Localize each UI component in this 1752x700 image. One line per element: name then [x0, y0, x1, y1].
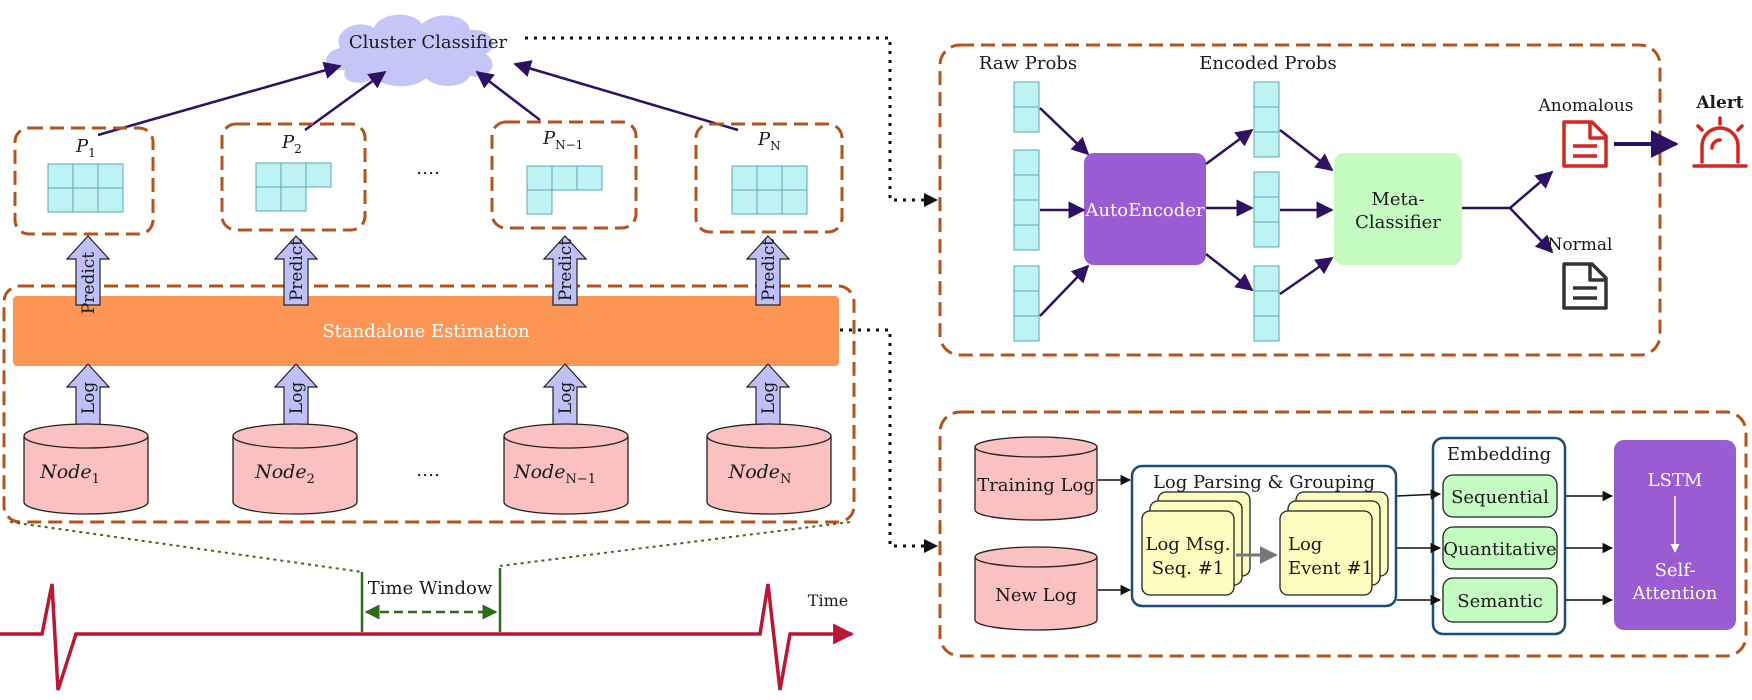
new-log-label: New Log — [995, 585, 1077, 606]
cloud-to-meta-connector — [525, 36, 934, 202]
standalone-estimation-label: Standalone Estimation — [322, 321, 530, 342]
predict-label-1: Predict — [79, 252, 99, 314]
standalone-estimation-bar — [13, 296, 839, 366]
encoded-probs-label: Encoded Probs — [1199, 53, 1336, 74]
svg-text:NodeN−1: NodeN−1 — [513, 461, 596, 487]
log-event-label-line2: Event #1 — [1288, 558, 1373, 579]
log-msg-label-line1: Log Msg. — [1146, 534, 1231, 555]
autoencoder-box — [1084, 153, 1206, 265]
lstm-label: LSTM — [1648, 470, 1703, 491]
embedding-title: Embedding — [1447, 444, 1551, 465]
predict-to-cloud-arrows — [97, 60, 739, 137]
meta-classifier-box — [1334, 153, 1462, 265]
node-ellipsis: …. — [416, 460, 440, 481]
meta-panel-arrows — [1039, 107, 1554, 317]
log-event-label-line1: Log — [1288, 534, 1322, 555]
encoded-probs-columns — [1253, 81, 1280, 342]
training-log-cylinder: Training Log — [974, 436, 1098, 521]
svg-text:Node2: Node2 — [254, 461, 315, 487]
log-pipeline-panel — [938, 410, 1748, 658]
embedding-chips — [1442, 474, 1558, 623]
anomalous-document-icon — [1562, 120, 1608, 168]
standalone-to-pipeline-connector — [840, 328, 934, 548]
svg-text:Node1: Node1 — [39, 461, 100, 487]
log-label-3: Log — [556, 382, 576, 415]
raw-probs-columns — [1013, 81, 1040, 342]
sequential-label: Sequential — [1451, 487, 1549, 508]
log-parsing-box — [1130, 464, 1398, 608]
self-attention-label-line1: Self- — [1655, 560, 1696, 581]
anomalous-label: Anomalous — [1537, 96, 1633, 116]
predict-arrows: Predict Predict Predict Predict — [65, 235, 791, 314]
parsing-input-arrows — [1098, 474, 1132, 596]
meta-classifier-label-line2: Classifier — [1355, 212, 1441, 233]
log-parsing-title: Log Parsing & Grouping — [1153, 472, 1375, 493]
node-n-1: NodeN−1 — [503, 423, 629, 515]
self-attention-label-line2: Attention — [1632, 583, 1718, 604]
normal-document-icon — [1562, 262, 1608, 310]
standalone-container — [2, 284, 856, 524]
log-event-cards — [1279, 491, 1389, 596]
log-arrows: Log Log Log Log — [65, 363, 791, 431]
log-label-1: Log — [79, 382, 99, 415]
node-cylinders: Node1 Node2 NodeN−1 NodeN — [23, 423, 832, 515]
new-log-cylinder: New Log — [974, 546, 1098, 631]
log-label-4: Log — [759, 382, 779, 415]
predict-label-3: Predict — [556, 239, 576, 301]
p-label-2: P2 — [281, 132, 302, 156]
alert-siren-icon — [1692, 116, 1748, 168]
connector-arrowhead — [924, 193, 938, 207]
p-label-n: PN — [757, 129, 781, 153]
parsing-to-embedding-arrows — [1396, 489, 1614, 606]
time-label: Time — [808, 591, 848, 610]
alert-label: Alert — [1695, 93, 1743, 113]
raw-probs-label: Raw Probs — [979, 53, 1077, 74]
predict-label-2: Predict — [287, 239, 307, 301]
p-grids — [47, 162, 808, 215]
time-waveform — [0, 583, 855, 691]
p-label-1: P1 — [75, 136, 96, 160]
meta-classifier-label-line1: Meta- — [1371, 189, 1424, 210]
log-label-2: Log — [287, 382, 307, 415]
semantic-label: Semantic — [1457, 591, 1542, 612]
cluster-classifier-label: Cluster Classifier — [349, 32, 508, 53]
p-labels: P1 P2 PN−1 PN — [75, 128, 781, 160]
log-msg-cards — [1141, 491, 1251, 596]
connector-arrowhead — [924, 539, 938, 553]
predict-label-4: Predict — [759, 239, 779, 301]
p-ellipsis: …. — [416, 158, 440, 179]
time-window-bracket — [360, 568, 502, 632]
prediction-boxes — [13, 120, 844, 236]
embedding-box — [1431, 436, 1567, 636]
cluster-classifier-cloud: Cluster Classifier — [326, 14, 508, 87]
time-window-projection — [9, 521, 851, 573]
training-log-label: Training Log — [977, 475, 1095, 496]
node-2: Node2 — [232, 423, 358, 515]
svg-text:NodeN: NodeN — [728, 461, 792, 487]
log-msg-label-line2: Seq. #1 — [1152, 558, 1224, 579]
normal-label: Normal — [1548, 235, 1613, 255]
meta-classifier-panel — [938, 43, 1662, 357]
p-label-n-1: PN−1 — [542, 128, 583, 152]
node-1: Node1 — [23, 423, 149, 515]
autoencoder-label: AutoEncoder — [1084, 200, 1204, 221]
time-window-label: Time Window — [368, 578, 493, 599]
node-n: NodeN — [706, 423, 832, 515]
quantitative-label: Quantitative — [1443, 539, 1556, 560]
